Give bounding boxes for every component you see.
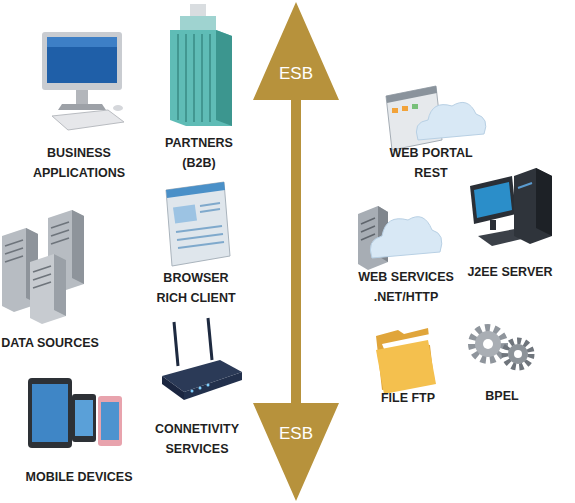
web-services-icon <box>358 206 442 270</box>
esb-arrow: ESB ESB <box>251 0 341 503</box>
web-portal-icon <box>386 86 486 150</box>
mobile-devices-icon <box>28 378 122 448</box>
component-label: BUSINESS APPLICATIONS <box>29 143 129 183</box>
component-label: DATA SOURCES <box>0 333 105 353</box>
desktop-icon <box>42 32 124 130</box>
component-label: PARTNERS (B2B) <box>159 133 239 173</box>
esb-label: ESB <box>251 424 341 444</box>
esb-label: ESB <box>251 64 341 84</box>
server-rack-icon <box>2 210 84 324</box>
component-label: WEB SERVICES .NET/HTTP <box>354 267 458 307</box>
component-label: BROWSER RICH CLIENT <box>152 268 240 308</box>
component-label: BPEL <box>467 386 537 406</box>
component-label: FILE FTP <box>363 388 453 408</box>
building-icon <box>170 4 232 126</box>
component-label: MOBILE DEVICES <box>19 467 139 487</box>
folder-icon <box>376 328 436 394</box>
component-label: WEB PORTAL REST <box>387 143 475 183</box>
component-label: J2EE SERVER <box>455 262 565 282</box>
component-label: CONNETIVITY SERVICES <box>147 419 247 459</box>
browser-icon <box>166 182 230 266</box>
workstation-icon <box>470 168 552 246</box>
router-icon <box>162 318 242 400</box>
gears-icon <box>472 328 531 367</box>
